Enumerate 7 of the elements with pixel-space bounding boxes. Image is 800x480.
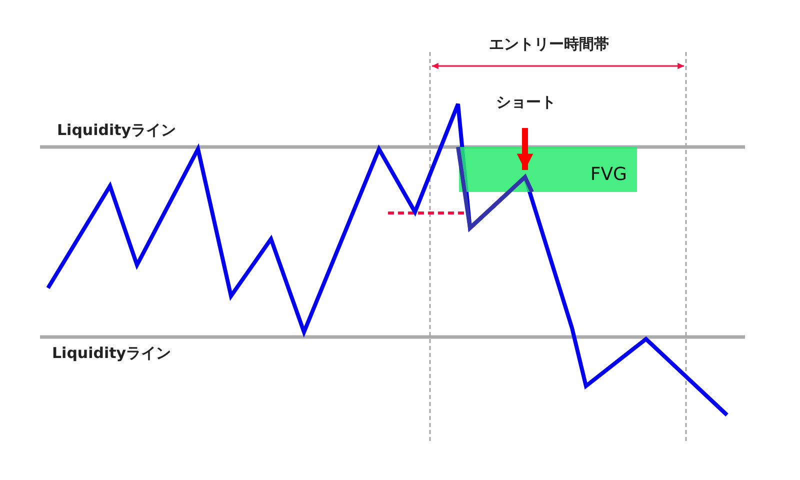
line-label: Liquidityライン <box>57 121 176 139</box>
signal-label: ショート <box>496 93 556 113</box>
fvg-zone <box>459 147 637 192</box>
line-label: Liquidityライン <box>52 344 172 362</box>
arrow <box>516 128 534 170</box>
time-range-label: エントリー時間帯 <box>489 35 609 53</box>
zone-label: FVG <box>590 165 627 185</box>
